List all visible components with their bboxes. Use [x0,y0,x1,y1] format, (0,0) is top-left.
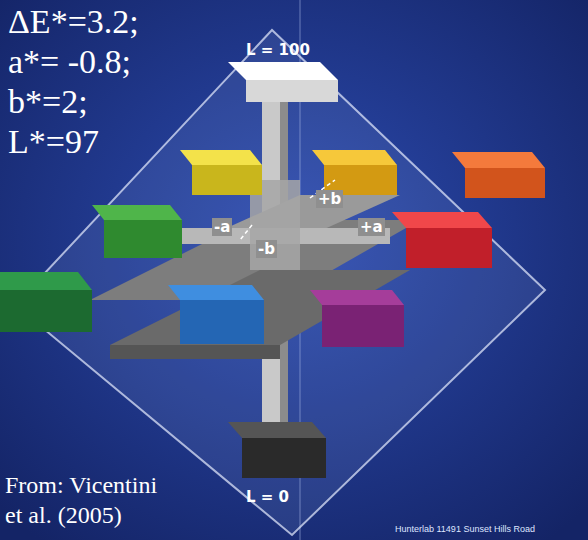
axis-label: L = 100 [246,41,310,59]
red-slab [392,212,492,268]
grey-plane-front [110,345,280,359]
black-block-front [242,438,326,478]
watermark: Hunterlab 11491 Sunset Hills Road [395,524,535,534]
black-block-top [228,422,326,438]
white-block-top [228,62,338,80]
axis-label: +b [316,190,343,208]
source-note: From: Vicentini et al. (2005) [5,470,175,530]
blue-slab [168,285,264,344]
axis-label: -a [212,218,232,236]
axis-label: -b [256,240,277,258]
axis-label: +a [358,218,385,236]
yellow-slab [180,150,262,195]
green-slab [92,205,182,258]
measurement-text: b*=2; [8,82,88,122]
measurement-text: ΔE*=3.2; [8,2,139,42]
dark-green-slab [0,272,92,332]
measurement-text: a*= -0.8; [8,42,131,82]
white-block-front [246,80,338,102]
solid-outline [15,30,545,535]
orange-slab [452,152,545,198]
b-pointer [240,225,252,240]
axis-label: L = 0 [246,488,289,506]
measurement-text: L*=97 [8,122,99,162]
purple-slab [310,290,404,347]
